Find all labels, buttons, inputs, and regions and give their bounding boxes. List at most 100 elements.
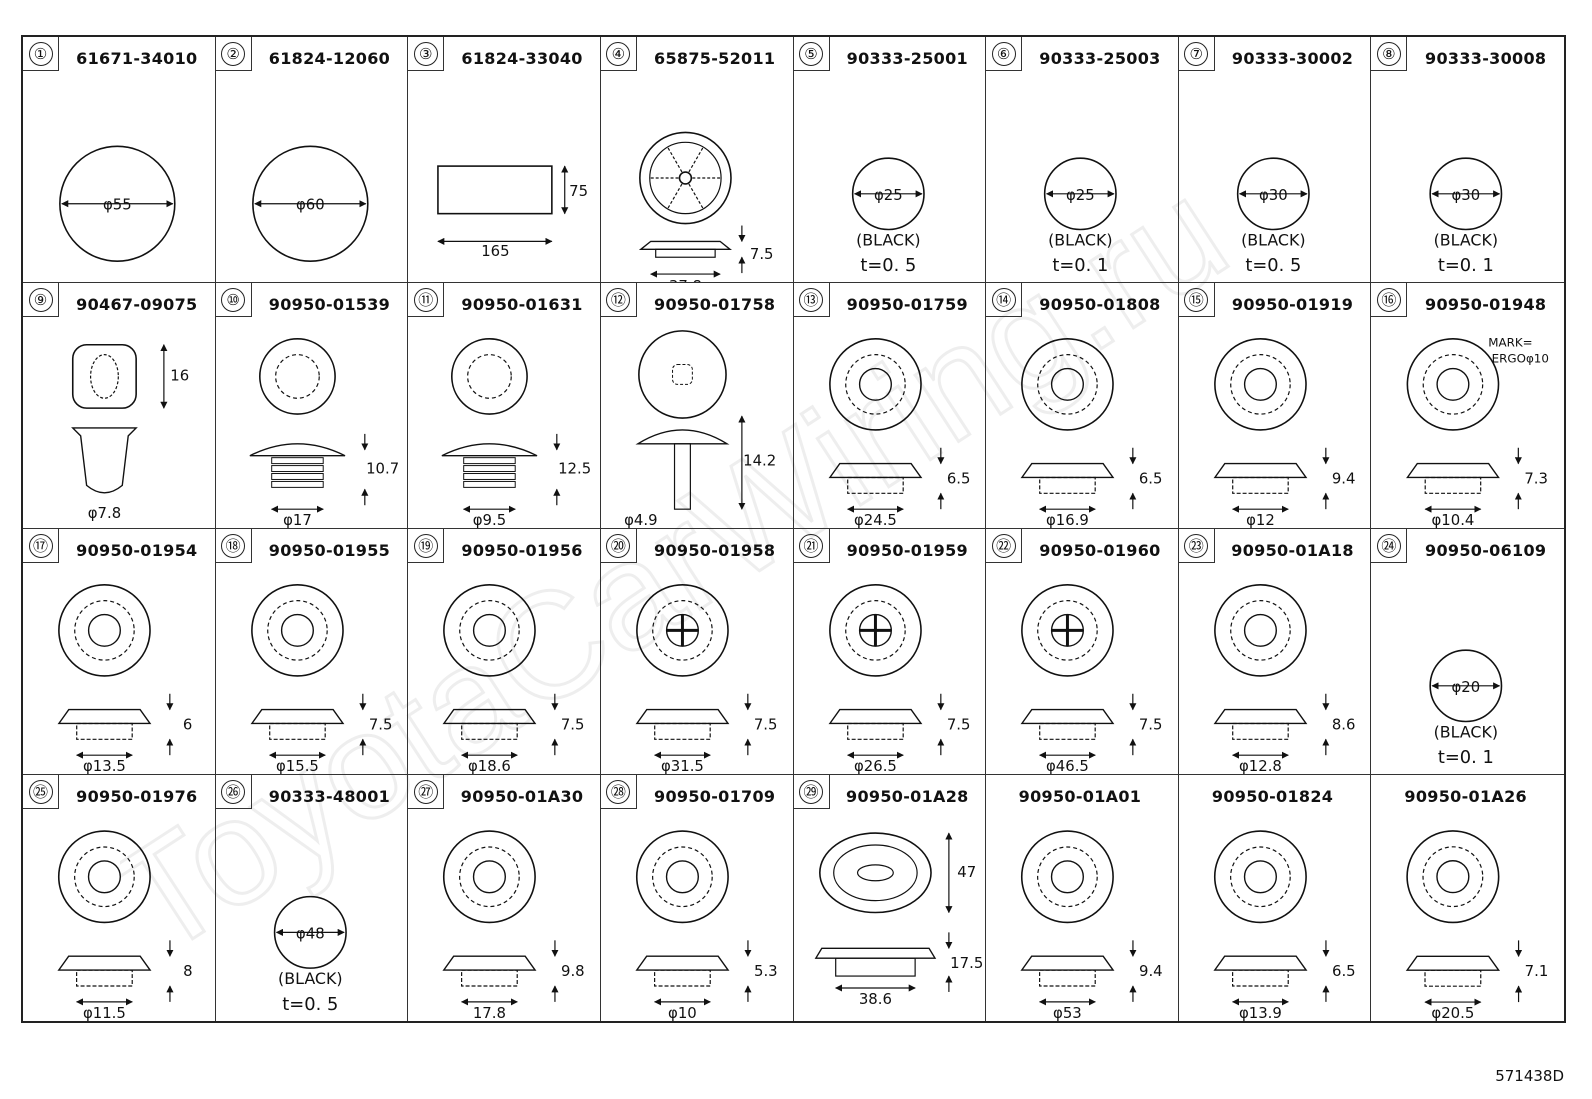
- part-outline: [251, 145, 369, 262]
- part-number: 90950-01824: [1211, 787, 1334, 806]
- item-number-box: ㉗: [408, 775, 445, 809]
- part-drawing: φ55: [59, 145, 176, 262]
- item-number-box: ㉔: [1371, 529, 1408, 563]
- item-number-box: ⑪: [408, 283, 445, 317]
- part-number: 90333-25001: [846, 49, 968, 68]
- width-label: 38.6: [858, 990, 891, 1008]
- part-number: 90950-01539: [268, 295, 391, 314]
- height-label: 7.3: [1525, 469, 1549, 487]
- diameter-label: 37.8: [669, 277, 702, 282]
- part-number: 90950-01709: [654, 787, 776, 806]
- part-outline: [58, 584, 151, 677]
- thickness-label: t=0. 1: [1438, 747, 1494, 768]
- item-number: ⑤: [799, 41, 823, 66]
- diameter-label: φ30: [1259, 186, 1288, 204]
- part-drawing: φ20(BLACK)t=0. 1: [1429, 649, 1503, 768]
- part-outline: [1406, 830, 1500, 924]
- item-number: ㉙: [799, 779, 823, 804]
- part-outline: [1406, 338, 1500, 431]
- part-drawing: 9.4 φ53: [1020, 830, 1163, 1021]
- part-number: 90950-01808: [1039, 295, 1161, 314]
- item-number: ⑭: [991, 287, 1016, 312]
- height-label: 12.5: [558, 460, 591, 478]
- mark-label: MARK=: [1489, 336, 1533, 350]
- item-number-box: ⑧: [1371, 37, 1408, 71]
- height-label: 5.3: [754, 962, 778, 980]
- diameter-label: φ16.9: [1046, 511, 1089, 528]
- part-drawing: 7.537.8: [638, 131, 773, 282]
- item-number: ㉒: [991, 533, 1016, 558]
- height-label: 6.5: [1332, 962, 1356, 980]
- item-number: ㉑: [799, 533, 823, 558]
- item-number: ⑳: [606, 533, 631, 558]
- part-outline: [1429, 157, 1503, 231]
- part-number: 90950-01955: [268, 541, 391, 560]
- part-outline: [1213, 584, 1307, 677]
- part-outline: [637, 330, 727, 419]
- height-label: 7.5: [754, 715, 778, 733]
- diameter-label: φ31.5: [661, 757, 704, 774]
- part-outline: [443, 830, 537, 924]
- item-number-box: ⑳: [600, 529, 637, 563]
- diameter-label: φ24.5: [854, 511, 897, 528]
- height-label: 16: [170, 366, 189, 384]
- diameter-label: φ46.5: [1046, 757, 1089, 774]
- height-label: 75: [569, 182, 588, 200]
- part-outline: [57, 830, 151, 924]
- thickness-label: t=0. 5: [282, 994, 338, 1015]
- item-number: ⑩: [221, 287, 246, 312]
- height-label: 17.5: [950, 954, 983, 972]
- item-number-box: ⑨: [23, 283, 59, 317]
- item-number-box: ⑥: [986, 37, 1023, 71]
- diameter-label: φ55: [103, 196, 132, 214]
- part-outline: [635, 584, 729, 677]
- height-label: 8: [183, 962, 192, 980]
- item-number-box: ⑬: [793, 283, 830, 317]
- part-outline: [1429, 649, 1503, 723]
- item-number: ㉘: [606, 779, 631, 804]
- diameter-label: φ15.5: [276, 757, 319, 774]
- height-label: 9.4: [1139, 962, 1163, 980]
- diameter-label: φ10.4: [1432, 511, 1475, 528]
- item-number: ②: [221, 41, 246, 66]
- diameter-label: φ60: [296, 196, 325, 214]
- color-label: (BLACK): [1434, 722, 1498, 741]
- part-cell: ② 61824-12060 φ60: [215, 37, 409, 283]
- part-number: 90950-01958: [654, 541, 776, 560]
- diameter-label: φ9.5: [473, 511, 506, 528]
- part-drawing: φ30(BLACK)t=0. 5: [1236, 157, 1310, 276]
- part-drawing: 14.2φ4.9: [624, 330, 776, 528]
- part-drawing: φ48(BLACK)t=0. 5: [273, 895, 347, 1015]
- diameter-label: φ26.5: [854, 757, 897, 774]
- part-drawing: 9.817.8: [442, 830, 585, 1021]
- part-number: 90950-01919: [1231, 295, 1354, 314]
- diameter-label: φ18.6: [468, 757, 511, 774]
- part-outline: [828, 584, 922, 677]
- color-label: (BLACK): [1241, 230, 1305, 249]
- part-outline: [1213, 338, 1307, 431]
- part-drawing: φ25(BLACK)t=0. 1: [1043, 157, 1117, 276]
- part-number: 61824-12060: [268, 49, 391, 68]
- part-number: 90950-01948: [1425, 295, 1547, 314]
- height-label: 10.7: [366, 460, 399, 478]
- diameter-label: φ53: [1053, 1004, 1082, 1021]
- item-number: ⑮: [1184, 287, 1209, 312]
- part-number: 90950-01758: [654, 295, 776, 314]
- part-number: 90950-01976: [76, 787, 198, 806]
